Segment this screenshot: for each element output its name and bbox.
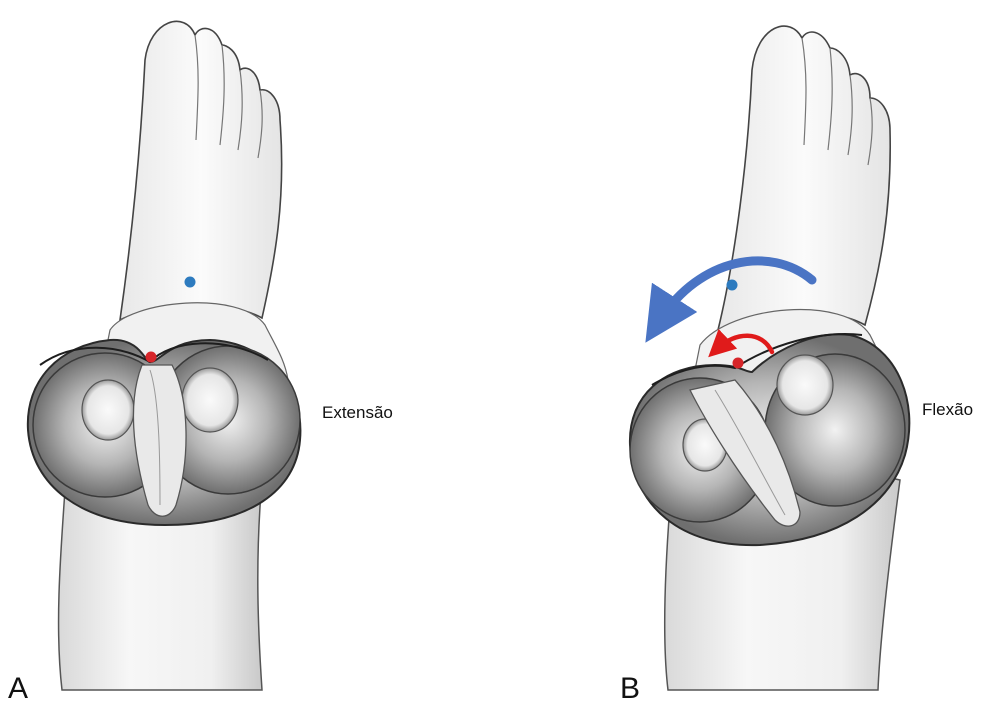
panel-b-caption: Flexão [922,400,973,419]
red-marker [146,352,157,363]
red-marker [733,358,744,369]
foot-outline [120,21,282,320]
panel-a-letter: A [8,672,28,702]
panel-a-caption: Extensão [322,403,393,422]
foot-outline [718,26,890,330]
panel-b: Flexão B [620,26,973,702]
panel-a: Extensão A [8,21,393,702]
blue-marker [727,280,738,291]
blue-marker [185,277,196,288]
panel-b-letter: B [620,672,640,702]
